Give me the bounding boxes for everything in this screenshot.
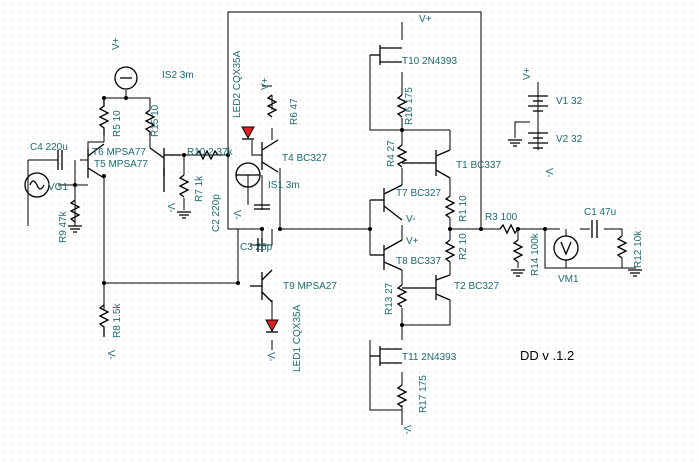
transistor-t4 (261, 139, 279, 173)
label-r9: R9 47k (58, 210, 69, 243)
supply-labels: V+ V+ V+ V+ V+ V- V- V- V- V- V- V- (105, 14, 554, 434)
resistor-r17 (396, 384, 408, 408)
transistor-t1 (402, 149, 451, 179)
label-t8: T8 BC337 (396, 256, 441, 267)
label-r3: R3 100 (485, 212, 518, 223)
capacitor-c1 (591, 220, 598, 238)
resistor-r13 (396, 284, 408, 308)
ground-symbols (68, 139, 642, 277)
resistor-r16 (396, 94, 408, 118)
resistor-r15 (144, 109, 156, 135)
resistor-r8 (98, 304, 110, 337)
label-led1: LED1 CQX35A (292, 304, 303, 372)
label-vminus-t7: V- (406, 214, 415, 225)
capacitor-c3 (257, 238, 263, 252)
label-vplus-top: V+ (419, 14, 432, 25)
label-r17: R17 175 (418, 375, 429, 413)
component-labels: C4 220u VG1 R9 47k T6 MPSA77 T5 MPSA77 R… (30, 50, 644, 413)
resistor-r9 (69, 199, 81, 223)
label-t11: T11 2N4393 (402, 352, 457, 363)
label-r10: R10 2.37k (187, 147, 234, 158)
label-r12: R12 10k (633, 230, 644, 268)
label-vminus-is1: V- (231, 210, 242, 219)
label-vminus-led1: V- (265, 352, 276, 361)
label-vplus-t8: V+ (406, 236, 419, 247)
resistor-r14 (512, 239, 524, 263)
label-vplus-r6: V+ (260, 77, 271, 90)
label-r15: R15 10 (150, 104, 161, 137)
label-r8: R8 1.5k (112, 303, 123, 338)
signal-source-vg1 (24, 172, 50, 198)
label-vm1: VM1 (558, 274, 579, 285)
transistor-t2 (402, 274, 451, 301)
junction-dots (73, 96, 547, 327)
current-source-is2 (114, 66, 138, 90)
label-c4: C4 220u (30, 142, 68, 153)
wires (27, 11, 636, 425)
resistor-r2 (444, 239, 456, 263)
label-vplus-battery: V+ (522, 67, 533, 80)
label-t10: T10 2N4393 (402, 56, 457, 67)
label-c2: C2 220p (211, 194, 222, 232)
label-r6: R6 47 (289, 98, 300, 125)
resistor-r4 (396, 144, 408, 168)
label-c1: C1 47u (584, 207, 616, 218)
label-t4: T4 BC327 (282, 153, 327, 164)
label-t9: T9 MPSA27 (283, 281, 337, 292)
resistor-r12 (616, 235, 628, 259)
resistor-r7 (178, 174, 190, 198)
label-r16: R16 175 (404, 87, 415, 125)
battery-v2 (528, 132, 548, 149)
resistor-r5 (98, 98, 110, 135)
resistor-r6 (266, 94, 278, 118)
label-v1: V1 32 (556, 96, 583, 107)
label-r5: R5 10 (112, 110, 123, 137)
voltmeter-vm1 (553, 235, 579, 261)
label-vplus-is2: V+ (111, 37, 122, 50)
label-vminus-bottom: V- (401, 425, 412, 434)
battery-v1 (528, 95, 548, 112)
label-r14: R14 100k (530, 232, 541, 276)
resistor-r1 (444, 195, 456, 219)
transistor-t5-t6 (87, 143, 106, 179)
label-vminus-driver: V- (165, 203, 176, 212)
capacitor-c2 (254, 204, 270, 210)
label-vg1: VG1 (48, 182, 68, 193)
jfet-t10 (370, 45, 402, 65)
label-vminus-battery: V- (543, 168, 554, 177)
label-vminus-r8: V- (105, 350, 116, 359)
label-is1: IS1 3m (268, 180, 300, 191)
label-r2: R2 10 (458, 233, 469, 260)
led-led1 (265, 319, 279, 333)
label-t5: T5 MPSA77 (94, 159, 148, 170)
label-r4: R4 27 (386, 140, 397, 167)
label-t7: T7 BC327 (396, 188, 441, 199)
resistor-r3 (499, 223, 519, 235)
transistor-t7 (370, 184, 403, 221)
label-v2: V2 32 (556, 134, 583, 145)
transistor-driver (149, 147, 180, 192)
led-led2 (241, 126, 255, 140)
label-r7: R7 1k (194, 175, 205, 202)
schematic-title: DD v .1.2 (520, 348, 574, 363)
capacitor-c4 (57, 150, 63, 170)
resistor-r10 (195, 149, 219, 161)
label-is2: IS2 3m (162, 70, 194, 81)
transistor-t9 (250, 269, 273, 303)
label-t6: T6 MPSA77 (92, 147, 146, 158)
label-r13: R13 27 (384, 282, 395, 315)
jfet-t11 (370, 346, 402, 366)
label-t2: T2 BC327 (454, 281, 499, 292)
label-c3: C3 25p (240, 242, 273, 253)
transistor-t8 (370, 239, 403, 271)
current-source-is1 (235, 162, 261, 188)
label-r1: R1 10 (458, 195, 469, 222)
label-t1: T1 BC337 (456, 160, 501, 171)
label-led2: LED2 CQX35A (232, 50, 243, 118)
